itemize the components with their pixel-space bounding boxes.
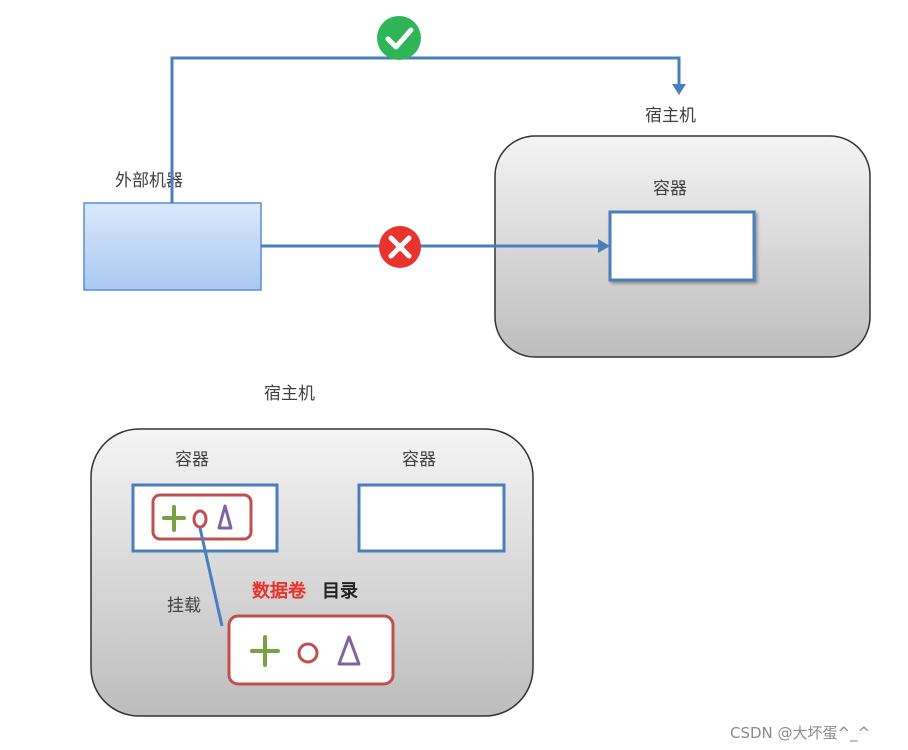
- container-label-top: 容器: [653, 179, 687, 199]
- triangle-icon: [217, 504, 233, 530]
- watermark: CSDN @大坏蛋^_^: [730, 724, 870, 743]
- container-label-right: 容器: [402, 450, 436, 470]
- cross-icon: [379, 226, 421, 268]
- volume-label: 数据卷: [252, 580, 307, 602]
- mount-label: 挂载: [167, 596, 201, 616]
- host-access-arrowhead: [672, 84, 686, 95]
- check-icon: [377, 16, 421, 60]
- directory-label: 目录: [322, 581, 358, 602]
- circle-icon: [192, 509, 208, 529]
- circle-icon: [297, 642, 319, 664]
- container-box-top: [608, 210, 756, 282]
- host-volume-dir: [227, 614, 395, 686]
- host-label-top: 宿主机: [645, 106, 696, 126]
- triangle-icon: [337, 635, 361, 666]
- plus-icon: [162, 505, 186, 532]
- plus-icon: [250, 635, 280, 667]
- external-machine-label: 外部机器: [115, 171, 183, 191]
- direct-access-arrowhead: [598, 239, 610, 253]
- container-box-right: [357, 483, 506, 553]
- host-label-bottom: 宿主机: [264, 384, 315, 404]
- host-access-line: [170, 56, 681, 203]
- container-label-left: 容器: [175, 450, 209, 470]
- external-machine-box: [83, 202, 262, 291]
- mount-line: [198, 527, 224, 627]
